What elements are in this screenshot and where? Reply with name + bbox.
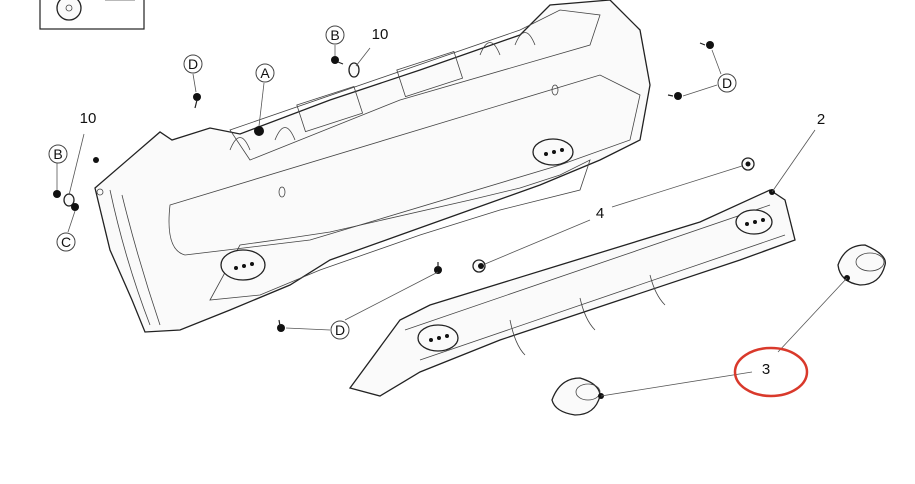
callout-letter: B xyxy=(330,27,339,43)
part-number-3: 3 xyxy=(762,361,770,378)
part-number-2: 2 xyxy=(817,111,825,128)
exhaust-tip-left xyxy=(551,377,601,416)
rear-bumper-cover xyxy=(94,0,651,333)
callout-letter: B xyxy=(53,146,62,162)
callout-letter: A xyxy=(260,65,270,81)
leader-lines xyxy=(56,45,848,397)
callout-a-top: A xyxy=(255,63,275,83)
inset-detail-box xyxy=(39,0,145,30)
part-number-4: 4 xyxy=(596,205,604,222)
part-number-10-top: 10 xyxy=(372,26,389,43)
callout-c-left: C xyxy=(56,232,76,252)
callout-letter: D xyxy=(335,322,345,338)
callout-d-right: D xyxy=(717,73,737,93)
callout-letter: C xyxy=(61,234,71,250)
exhaust-tip-right xyxy=(837,244,886,286)
callout-b-top: B xyxy=(325,25,345,45)
callout-d-top-left: D xyxy=(183,54,203,74)
callout-d-bottom: D xyxy=(330,320,350,340)
callout-b-left: B xyxy=(48,144,68,164)
callout-letter: D xyxy=(188,56,198,72)
callout-letter: D xyxy=(722,75,732,91)
highlight-circle xyxy=(733,346,809,398)
rear-diffuser xyxy=(348,189,796,397)
part-number-10-left: 10 xyxy=(80,110,97,127)
